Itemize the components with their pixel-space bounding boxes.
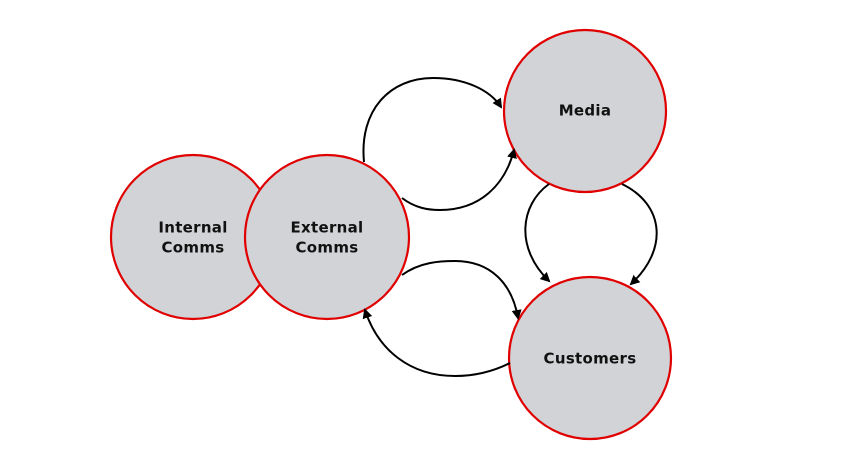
media-label: Media	[559, 102, 612, 120]
customers-label: Customers	[544, 350, 637, 368]
external-comms-label-line1: External	[290, 219, 363, 237]
media-circle	[502, 28, 668, 194]
arrow-media-to-customers-left	[524, 183, 551, 283]
internal-comms-label-line2: Comms	[161, 239, 224, 257]
arrow-media-to-customers-right	[621, 183, 658, 286]
media-node	[502, 28, 668, 194]
external-comms-circle	[243, 153, 411, 321]
arrow-media-to-external	[401, 148, 517, 212]
external-comms-node	[243, 153, 411, 321]
arrow-customers-to-external	[362, 308, 511, 378]
external-comms-label-line2: Comms	[295, 239, 358, 257]
customers-circle	[507, 275, 673, 441]
arrow-external-to-customers	[401, 259, 522, 320]
arrow-external-to-media	[362, 76, 503, 163]
customers-node	[507, 275, 673, 441]
internal-comms-label-line1: Internal	[158, 219, 227, 237]
